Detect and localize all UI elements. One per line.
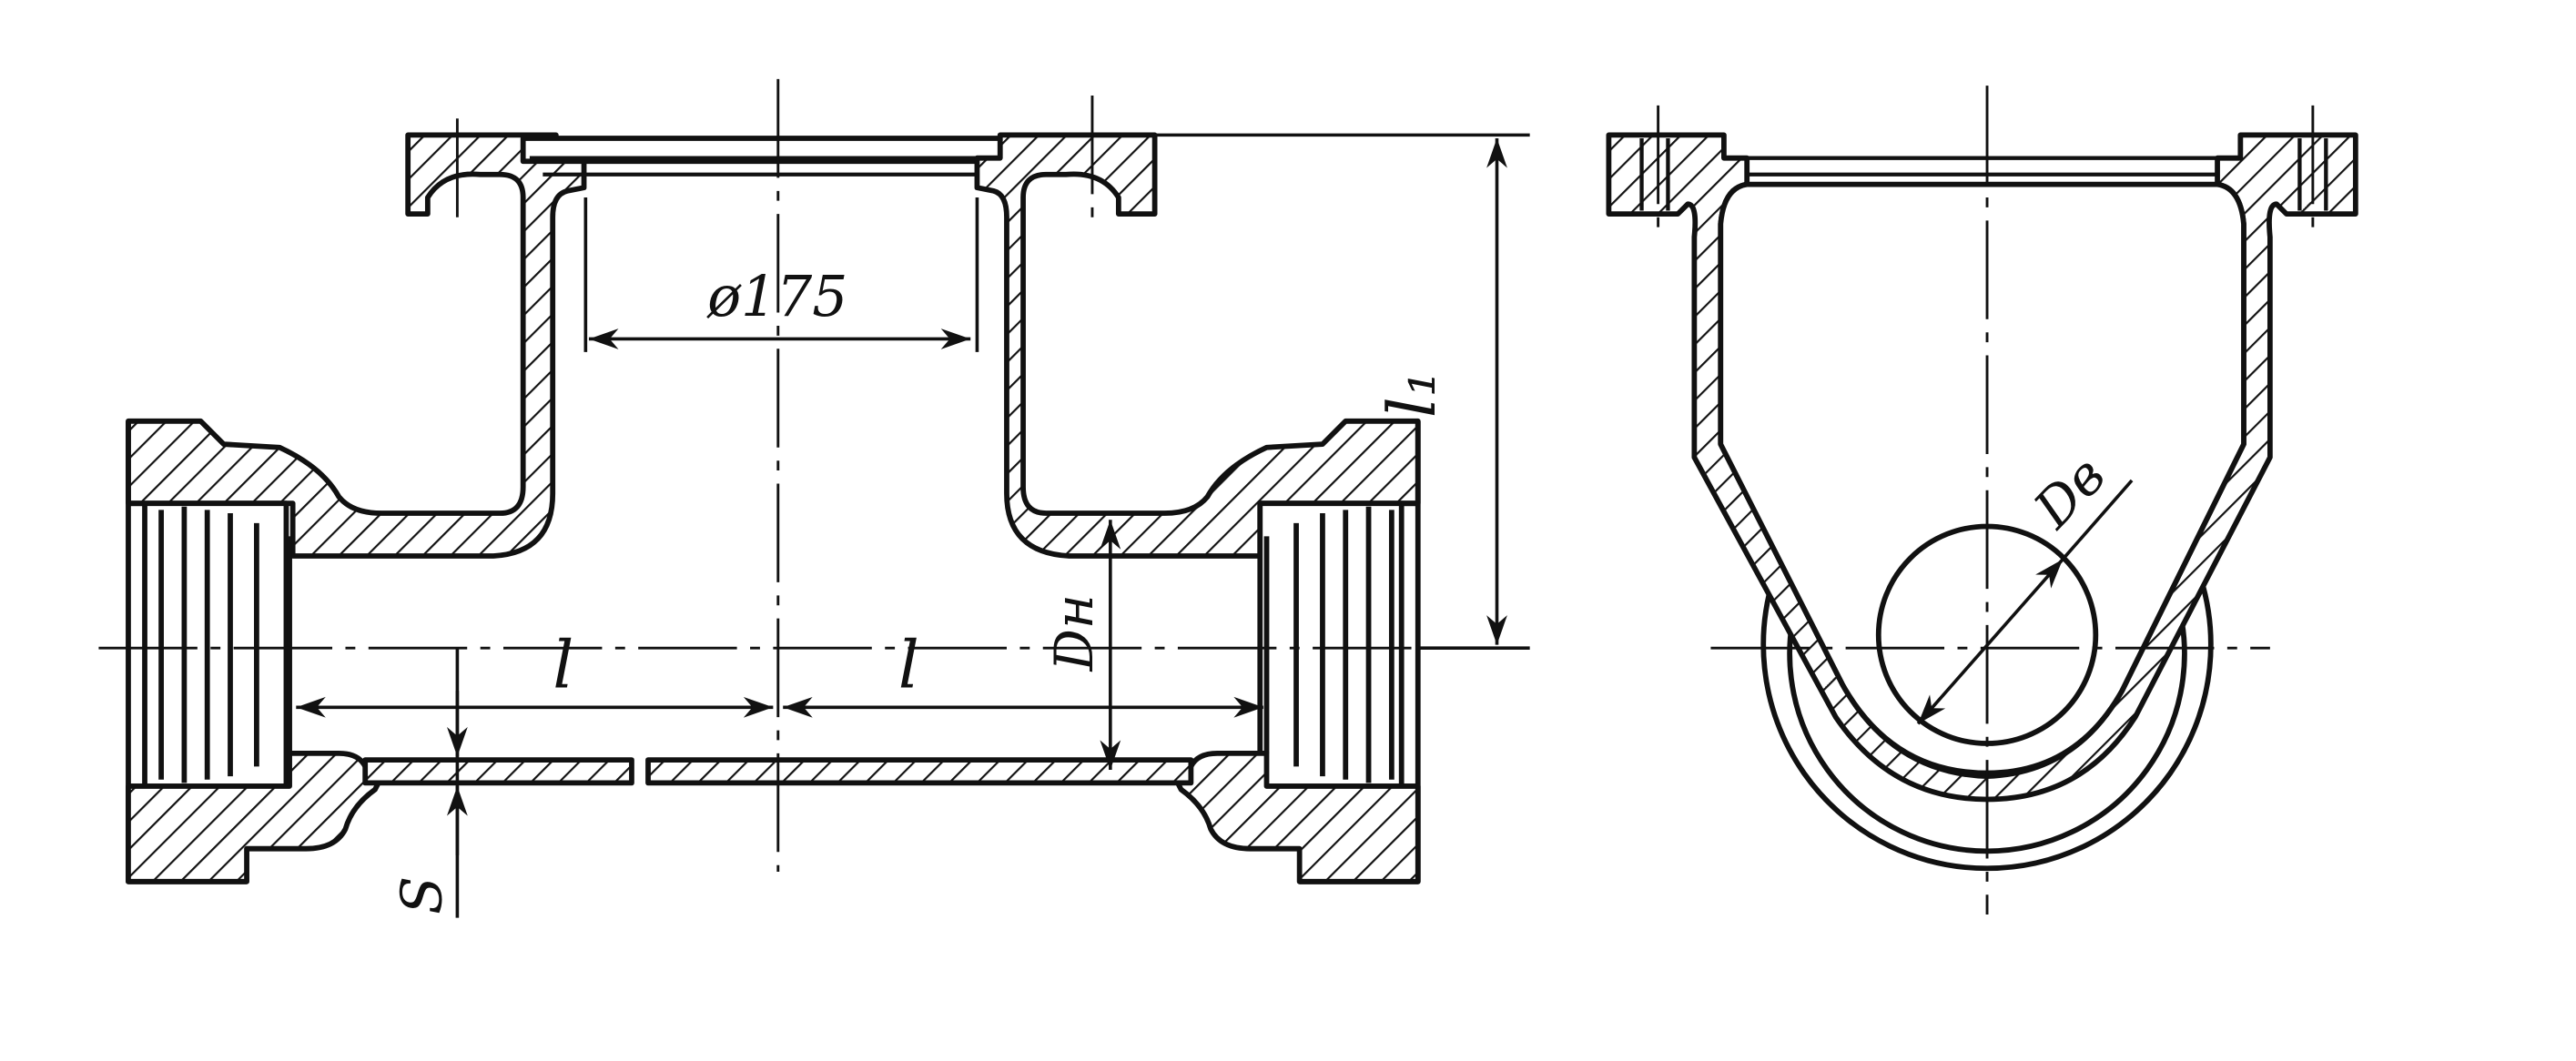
bottom-left-boss	[126, 750, 381, 884]
bottom-right-boss	[1175, 750, 1421, 884]
end-section-view	[1606, 132, 2358, 872]
right-thread	[1257, 500, 1405, 789]
diameter-label: ø175	[706, 265, 847, 329]
length-left-label: l	[553, 628, 573, 704]
dimension-lines-left	[296, 133, 1530, 918]
bottom-wall-left	[362, 757, 634, 786]
tee-section-view	[126, 132, 1421, 884]
bottom-wall-right	[645, 757, 1194, 786]
left-thread	[142, 500, 292, 789]
outer-circle	[1760, 568, 2214, 872]
left-upper-wall	[126, 132, 587, 559]
wall-thickness-label: S	[390, 876, 454, 914]
right-upper-wall	[974, 132, 1421, 559]
center-lines-left	[98, 78, 1514, 872]
length-branch-label: l₁	[1374, 370, 1451, 418]
length-right-label: l	[898, 628, 919, 704]
outer-diameter-label: Dн	[1043, 594, 1105, 672]
dimension-lines-right	[1916, 479, 2134, 725]
